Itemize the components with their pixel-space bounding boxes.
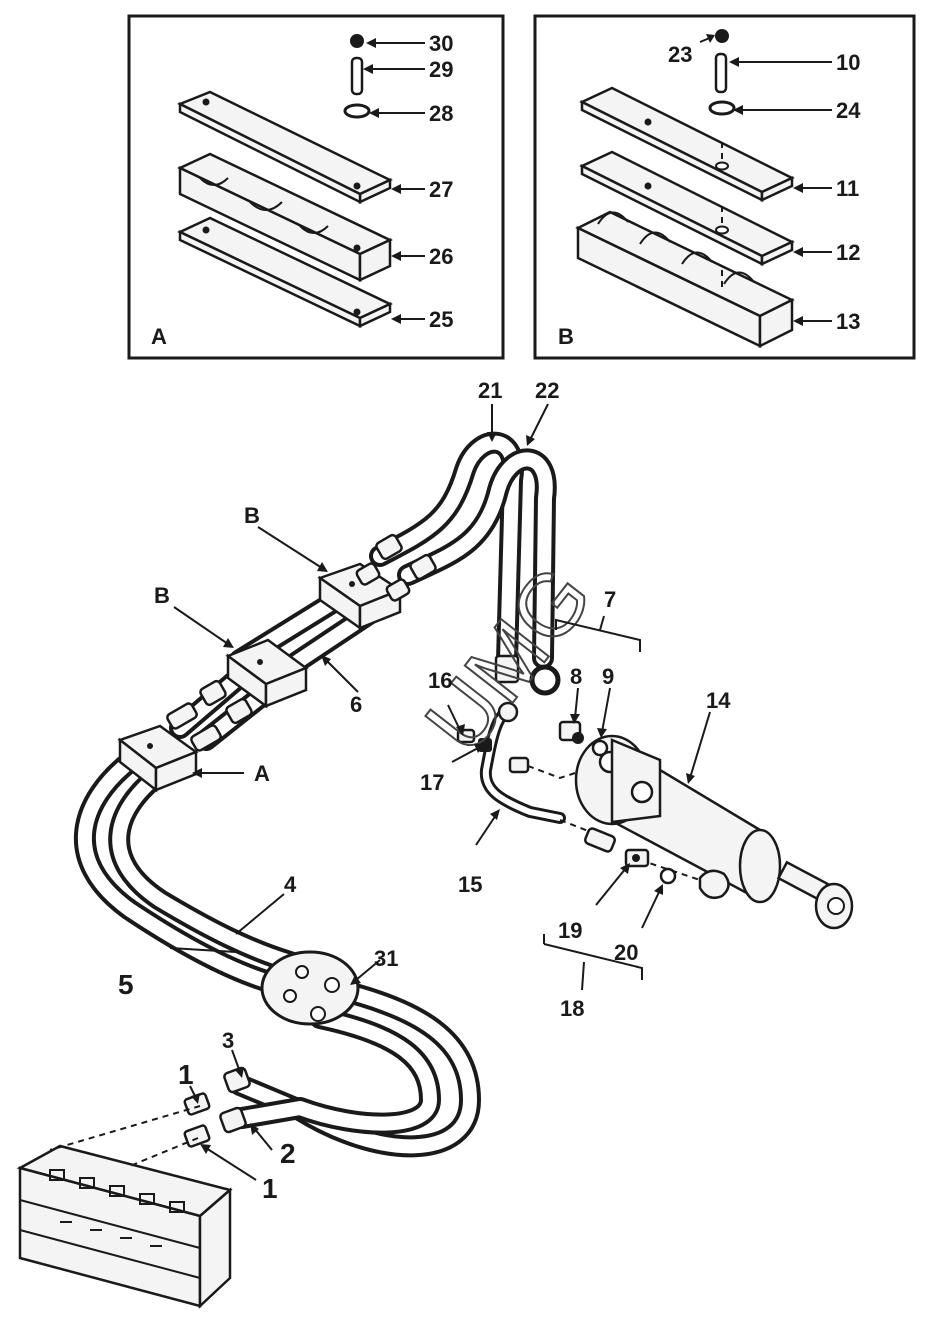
inset-b-leaders (699, 34, 832, 326)
callout-27: 27 (429, 177, 453, 202)
clamp-a-main (117, 724, 199, 793)
callout-21: 21 (478, 378, 502, 403)
hose-4 (108, 759, 301, 973)
block-hole (353, 244, 361, 252)
callout-a-main: A (254, 761, 270, 786)
clamp-b-lower (225, 638, 309, 709)
clamp-block-part-13-end (758, 297, 794, 349)
fitting-part-8 (558, 720, 584, 744)
elbow-fitting (698, 869, 730, 899)
callout-8: 8 (570, 664, 582, 689)
clamp-block-part-26-end (358, 238, 392, 282)
plate-hole (644, 182, 652, 190)
inset-a-leaders (363, 38, 425, 324)
fitting-port (583, 827, 617, 853)
callout-28: 28 (429, 101, 453, 126)
callout-13: 13 (836, 309, 860, 334)
plate-hole (202, 98, 210, 106)
plate-hole (715, 225, 729, 235)
clamp-plate-part-11-edge (760, 176, 794, 202)
callout-5: 5 (118, 969, 134, 1000)
tube-fitting (508, 756, 530, 774)
clamp-plate-part-25-edge (358, 302, 392, 328)
main-leaders (169, 403, 711, 1181)
callout-b-upper: B (244, 503, 260, 528)
fitting-part-19 (624, 848, 650, 868)
plate-hole (644, 118, 652, 126)
assembly-lines (49, 1105, 201, 1167)
callout-15: 15 (458, 872, 482, 897)
callout-30: 30 (429, 31, 453, 56)
callout-19: 19 (558, 918, 582, 943)
clamp-plate-part-12-edge (760, 240, 794, 266)
callout-7: 7 (604, 587, 616, 612)
callout-10: 10 (836, 50, 860, 75)
inset-a: 30 29 28 27 26 25 A (127, 14, 505, 360)
clamp-b-upper (317, 562, 403, 631)
callout-3: 3 (222, 1028, 234, 1053)
plate-hole (715, 161, 729, 171)
bolt-part-29 (350, 56, 364, 96)
hose-fittings (166, 533, 561, 1134)
valve-block (16, 1144, 233, 1309)
callout-29: 29 (429, 57, 453, 82)
callout-16: 16 (428, 668, 452, 693)
plate-hole (353, 182, 361, 190)
cylinder-part-14 (574, 734, 854, 930)
fitting-part-17 (478, 738, 492, 752)
elbow-fittings-part-1 (183, 1092, 211, 1148)
callout-14: 14 (706, 688, 731, 713)
callout-2: 2 (280, 1138, 296, 1169)
seal-part-20 (659, 867, 677, 885)
bracket-group-7 (555, 615, 641, 652)
callout-18: 18 (560, 996, 584, 1021)
callout-20: 20 (614, 940, 638, 965)
callout-1-lower: 1 (262, 1173, 278, 1204)
bolt-part-10 (714, 52, 728, 94)
callout-17: 17 (420, 770, 444, 795)
bulkhead-plate-part-31 (260, 950, 360, 1026)
inset-b-letter: B (558, 324, 574, 349)
washer-part-28 (343, 103, 371, 119)
nut-part-23 (715, 29, 729, 43)
callout-22: 22 (535, 378, 559, 403)
callout-23: 23 (668, 42, 692, 67)
clamp-groove (597, 211, 755, 285)
callout-b-lower: B (154, 583, 170, 608)
inset-b: 23 10 24 11 12 13 B (533, 14, 916, 360)
clamp-groove (199, 177, 329, 234)
washer-part-24 (708, 100, 736, 116)
hose-assembly (73, 431, 557, 1158)
callout-12: 12 (836, 240, 860, 265)
callout-6: 6 (350, 692, 362, 717)
callout-4: 4 (284, 872, 297, 897)
callout-26: 26 (429, 244, 453, 269)
callout-25: 25 (429, 307, 453, 332)
plate-hole (202, 226, 210, 234)
clamp-plate-part-27-side (178, 101, 362, 205)
callout-9: 9 (602, 664, 614, 689)
tube-part-15 (479, 701, 566, 824)
seal-part-9 (591, 739, 609, 757)
inset-a-letter: A (151, 324, 167, 349)
callout-31: 31 (374, 946, 398, 971)
bracket-group-18 (543, 934, 643, 991)
callout-1-upper: 1 (178, 1059, 194, 1090)
plate-hole (353, 308, 361, 316)
nut-part-30 (350, 34, 364, 48)
callout-11: 11 (836, 176, 859, 201)
callout-24: 24 (836, 98, 861, 123)
